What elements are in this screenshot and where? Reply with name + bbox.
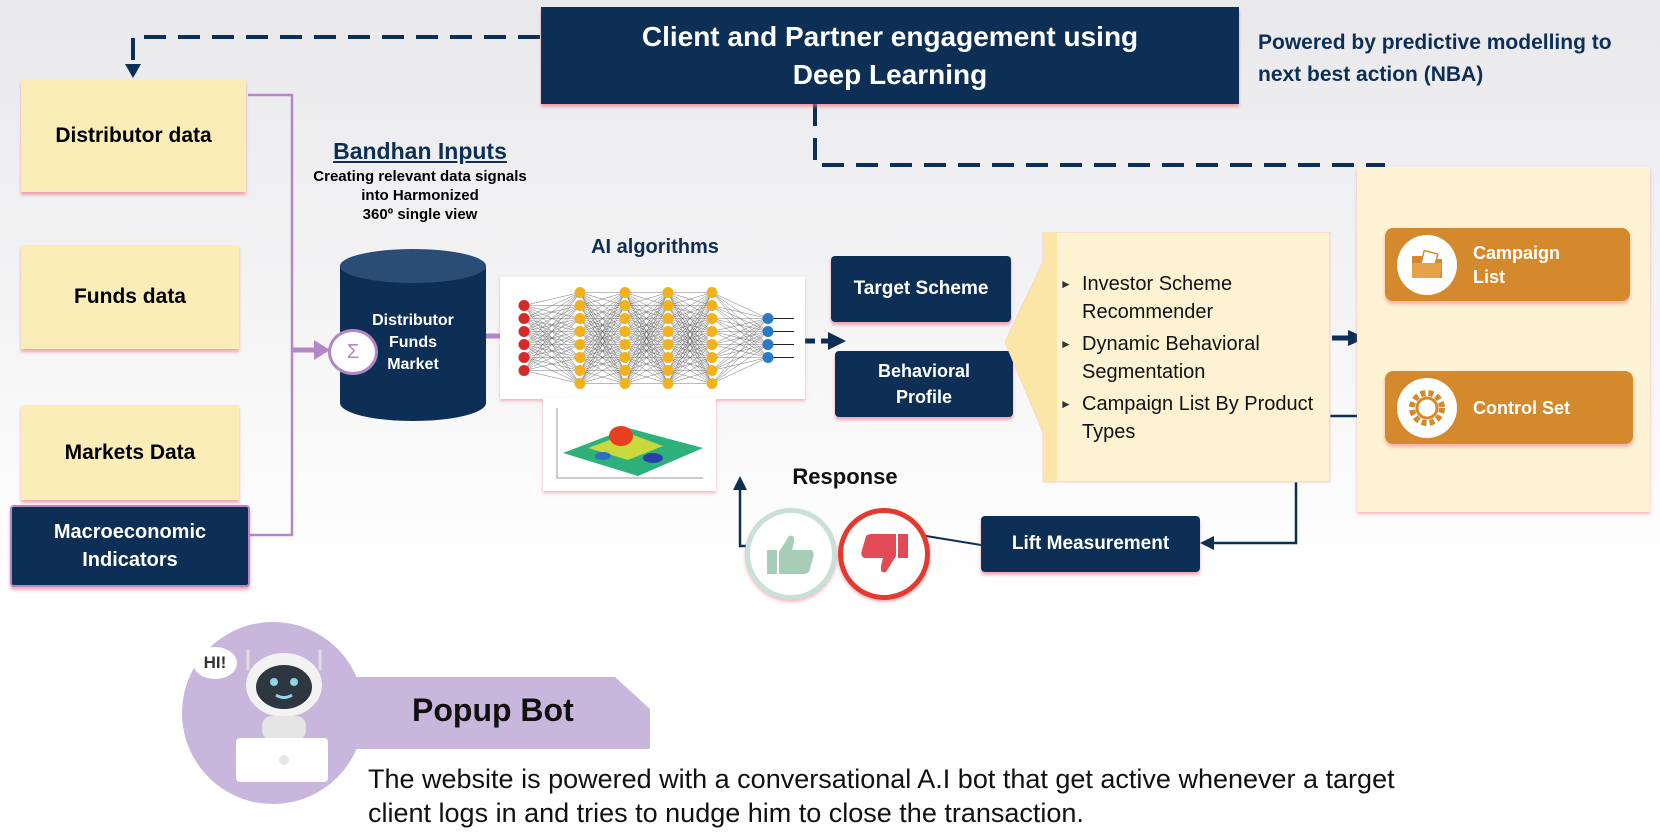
sigma-circle: Σ: [328, 329, 378, 375]
bullet-item: Dynamic Behavioral Segmentation: [1060, 330, 1320, 386]
bot-desc-line2: client logs in and tries to nudge him to…: [368, 798, 1084, 828]
target-scheme-label: Target Scheme: [853, 278, 989, 299]
header-title-line1: Client and Partner engagement using: [641, 20, 1139, 52]
control-set-box: Control Set: [1385, 371, 1633, 444]
lift-measurement-box: Lift Measurement: [981, 516, 1200, 572]
sigma-icon: Σ: [346, 340, 360, 363]
header-title-line2: Deep Learning: [792, 58, 988, 90]
thumbs-down-icon: [838, 508, 930, 600]
database-cylinder: Distributor Funds Market: [338, 248, 488, 423]
folder-icon: [1397, 234, 1457, 295]
db-line1: Distributor: [372, 312, 454, 329]
funds-data-label: Funds data: [73, 285, 186, 308]
bandhan-inputs-title: Bandhan Inputs: [333, 138, 507, 164]
lift-measurement-label: Lift Measurement: [1011, 533, 1170, 554]
distributor-data-label: Distributor data: [55, 124, 212, 147]
behavioral-line2: Profile: [895, 387, 952, 407]
powered-line2: next best action (NBA): [1258, 63, 1484, 86]
surface-plot-image: [543, 398, 716, 491]
behavioral-profile-box: Behavioral Profile: [835, 351, 1013, 417]
robot-icon: [228, 640, 338, 790]
funds-data-box: Funds data: [21, 245, 239, 349]
powered-line1: Powered by predictive modelling to: [1258, 31, 1612, 54]
bot-title: Popup Bot: [412, 692, 574, 728]
bot-title-banner: Popup Bot: [340, 677, 650, 749]
bullets-panel: Investor Scheme Recommender Dynamic Beha…: [1060, 270, 1320, 450]
markets-data-box: Markets Data: [21, 405, 239, 500]
neural-network-image: [500, 277, 805, 399]
macroeconomic-box: Macroeconomic Indicators: [10, 505, 250, 587]
macro-line1: Macroeconomic: [53, 521, 207, 543]
campaign-line2: List: [1473, 266, 1506, 287]
output-bullet-list: Investor Scheme Recommender Dynamic Beha…: [1060, 270, 1320, 446]
surface-plot-icon: [556, 408, 703, 479]
thumbs-up-icon: [745, 508, 837, 600]
powered-by-text: Powered by predictive modelling to next …: [1258, 27, 1612, 91]
hi-speech-bubble: HI!: [193, 647, 237, 679]
target-scheme-box: Target Scheme: [831, 256, 1011, 322]
ai-algorithms-title: AI algorithms: [591, 236, 719, 258]
gear-icon: [1397, 377, 1457, 438]
bullet-item: Campaign List By Product Types: [1060, 390, 1320, 446]
control-set-label: Control Set: [1473, 397, 1570, 418]
response-label: Response: [792, 464, 898, 489]
behavioral-line1: Behavioral: [877, 361, 971, 381]
bandhan-inputs-header: Bandhan Inputs Creating relevant data si…: [300, 138, 540, 223]
bandhan-sub3: 360º single view: [362, 206, 478, 223]
actions-panel: [1357, 167, 1650, 512]
database-icon: [340, 249, 486, 421]
markets-data-label: Markets Data: [64, 440, 196, 464]
db-line3: Market: [387, 356, 439, 373]
db-line2: Funds: [389, 334, 437, 351]
bot-desc-line1: The website is powered with a conversati…: [368, 764, 1395, 794]
distributor-data-box: Distributor data: [21, 80, 246, 192]
neural-network-icon: [518, 287, 794, 389]
header-title-box: Client and Partner engagement using Deep…: [541, 7, 1239, 104]
bandhan-sub1: Creating relevant data signals: [313, 168, 527, 185]
bandhan-sub2: into Harmonized: [361, 187, 479, 204]
campaign-list-box: Campaign List: [1385, 228, 1630, 301]
macro-line2: Indicators: [82, 549, 178, 571]
hi-label: HI!: [203, 653, 227, 672]
bullet-item: Investor Scheme Recommender: [1060, 270, 1320, 326]
campaign-line1: Campaign: [1473, 242, 1561, 263]
bot-description: The website is powered with a conversati…: [368, 762, 1628, 830]
